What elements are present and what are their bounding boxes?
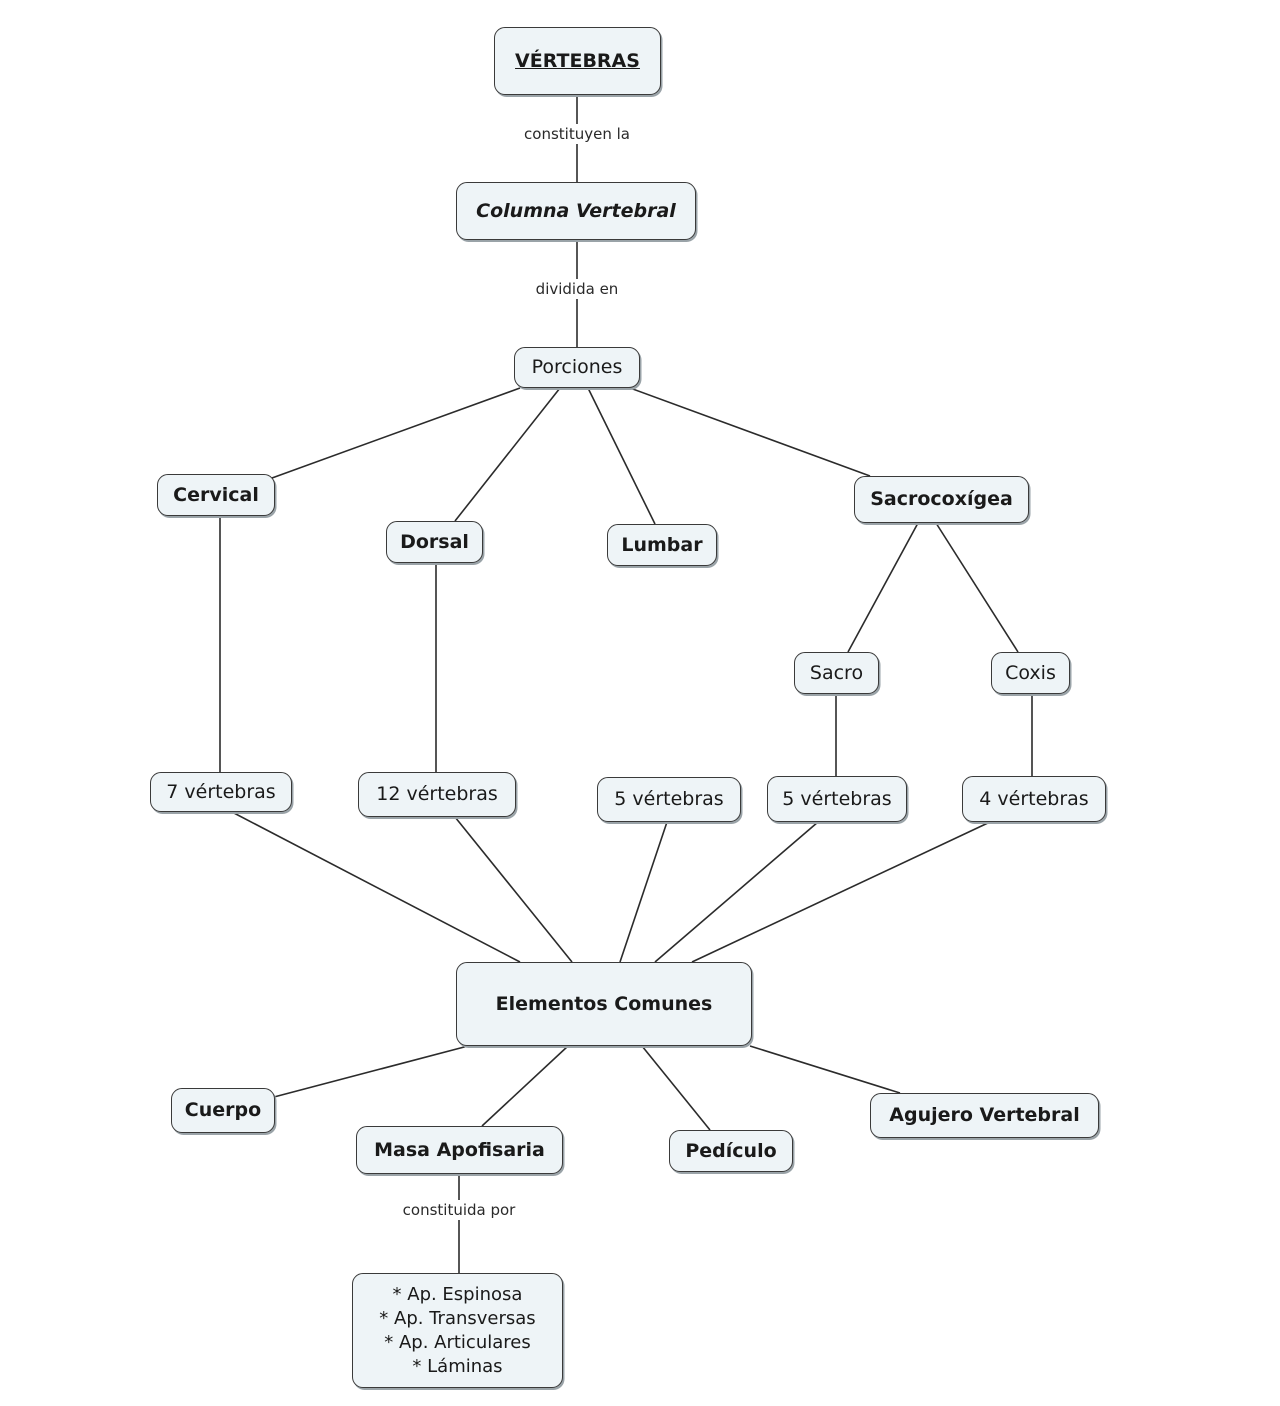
apofisis-item-articulares: * Ap. Articulares — [384, 1331, 531, 1353]
node-masa-apofisaria[interactable]: Masa Apofisaria — [356, 1126, 563, 1174]
link-elementos-agujero — [749, 1045, 901, 1094]
node-porciones[interactable]: Porciones — [514, 347, 640, 388]
link-elementos-cuerpo — [273, 1045, 469, 1098]
link-5l-elementos — [619, 821, 668, 963]
link-elementos-masa — [481, 1045, 569, 1127]
link-porciones-cervical — [271, 387, 521, 479]
node-4-vertebras[interactable]: 4 vértebras — [962, 776, 1106, 822]
link-elementos-pediculo — [641, 1045, 711, 1131]
link-label-dividida: dividida en — [531, 279, 623, 299]
link-12-elementos — [454, 816, 573, 963]
node-cuerpo[interactable]: Cuerpo — [171, 1088, 275, 1133]
node-columna-vertebral[interactable]: Columna Vertebral — [456, 182, 696, 240]
node-elementos-comunes[interactable]: Elementos Comunes — [456, 962, 752, 1046]
link-porciones-lumbar — [587, 387, 656, 525]
link-5s-elementos — [654, 821, 819, 963]
link-label-constituida: constituida por — [398, 1200, 520, 1220]
link-label-constituyen: constituyen la — [520, 124, 634, 144]
link-porciones-sacrocoxigea — [629, 387, 871, 477]
link-porciones-dorsal — [454, 387, 561, 522]
apofisis-item-espinosa: * Ap. Espinosa — [392, 1283, 523, 1305]
node-lumbar[interactable]: Lumbar — [607, 524, 717, 566]
node-7-vertebras[interactable]: 7 vértebras — [150, 772, 292, 812]
node-5-vertebras-lumbar[interactable]: 5 vértebras — [597, 777, 741, 822]
node-pediculo[interactable]: Pedículo — [669, 1130, 793, 1172]
apofisis-item-laminas: * Láminas — [412, 1355, 503, 1377]
link-sacrocoxigea-sacro — [847, 522, 919, 653]
link-7-elementos — [231, 811, 521, 963]
node-cervical[interactable]: Cervical — [157, 474, 275, 516]
node-apofisis-list[interactable]: * Ap. Espinosa * Ap. Transversas * Ap. A… — [352, 1273, 563, 1388]
node-agujero-vertebral[interactable]: Agujero Vertebral — [870, 1093, 1099, 1138]
node-12-vertebras[interactable]: 12 vértebras — [358, 772, 516, 817]
node-coxis[interactable]: Coxis — [991, 652, 1070, 694]
apofisis-item-transversas: * Ap. Transversas — [379, 1307, 536, 1329]
link-4-elementos — [691, 821, 991, 963]
node-sacro[interactable]: Sacro — [794, 652, 879, 694]
node-5-vertebras-sacro[interactable]: 5 vértebras — [767, 776, 907, 822]
node-vertebras[interactable]: VÉRTEBRAS — [494, 27, 661, 95]
node-sacrocoxigea[interactable]: Sacrocoxígea — [854, 476, 1029, 523]
link-sacrocoxigea-coxis — [935, 522, 1019, 653]
node-dorsal[interactable]: Dorsal — [386, 521, 483, 563]
